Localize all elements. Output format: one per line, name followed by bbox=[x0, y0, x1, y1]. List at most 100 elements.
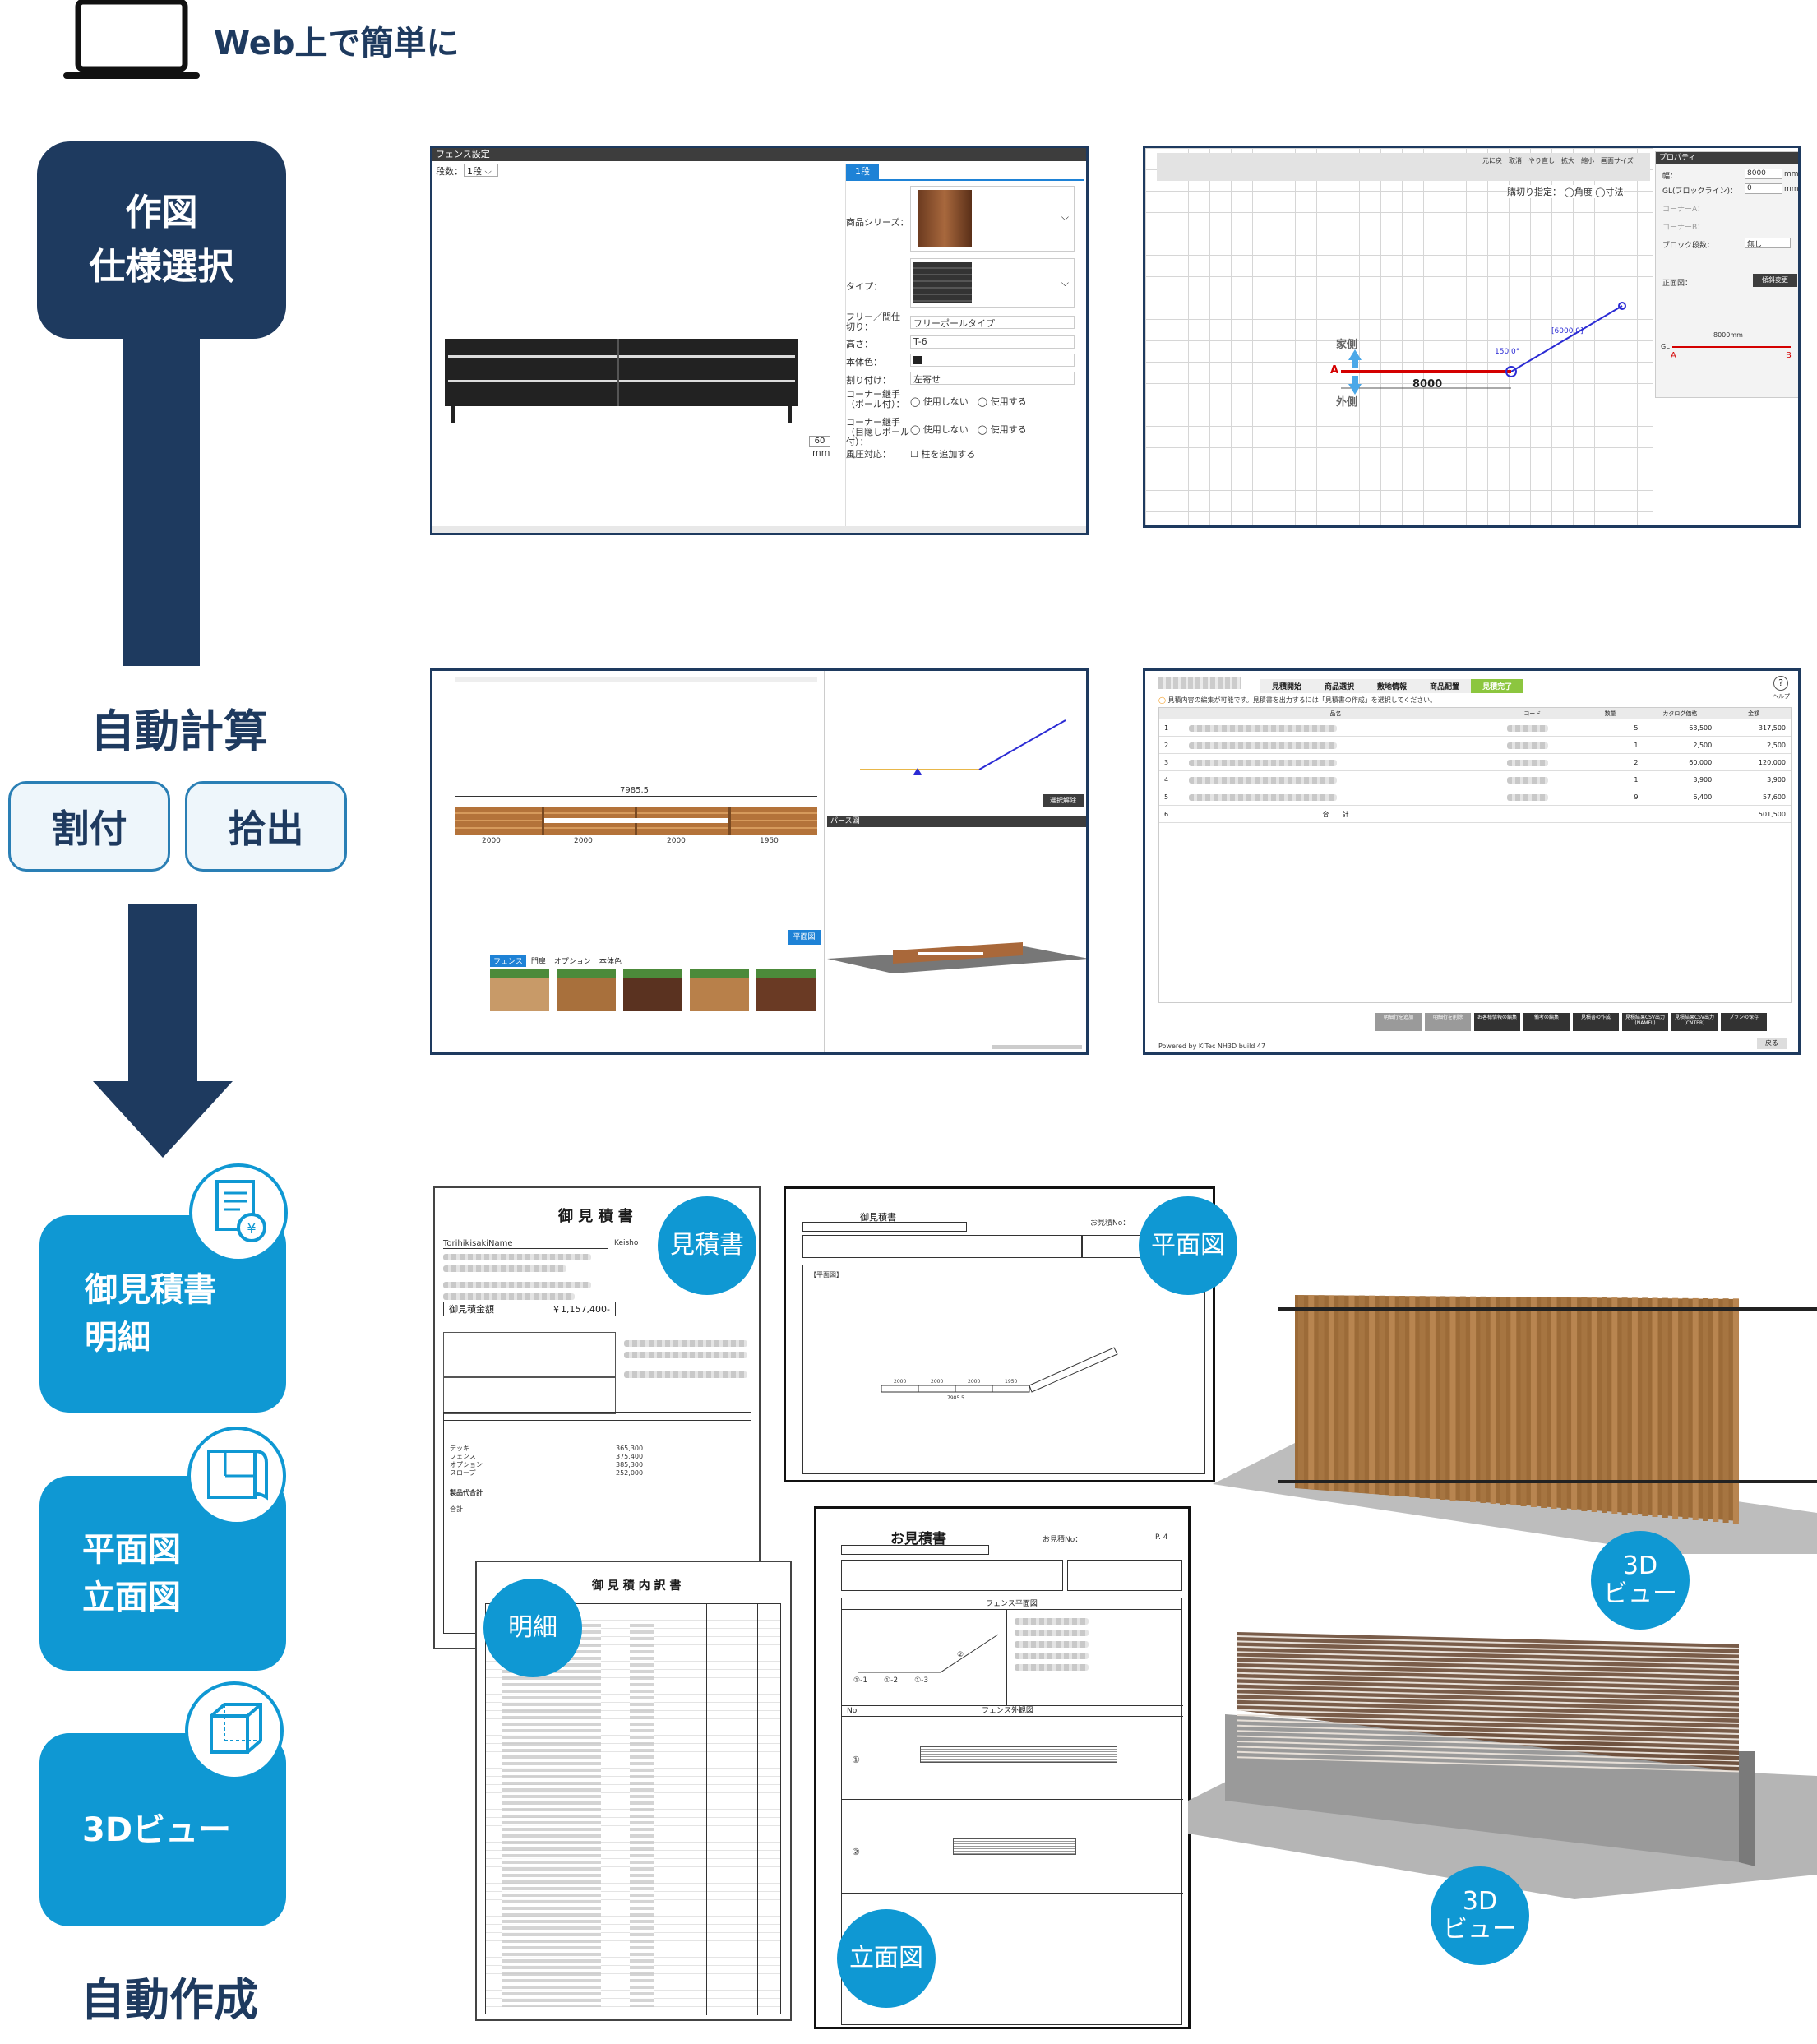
elev-fence-1 bbox=[920, 1746, 1117, 1763]
action-buttons[interactable]: 明細行を追加明細行を削除お客様情報の編集備考の編集見積書の作成見積結果CSV出力… bbox=[1375, 1013, 1767, 1031]
fence-slat bbox=[1571, 1297, 1578, 1510]
toolbar-tools[interactable]: 元に戻取消やり直し拡大縮小画面サイズ bbox=[1482, 157, 1634, 164]
action-button[interactable]: プランの保存 bbox=[1721, 1013, 1767, 1031]
dan-select[interactable]: 1段 ⌵ bbox=[464, 164, 498, 177]
elev-outline-header: No. フェンス外観図 bbox=[842, 1705, 1183, 1717]
corner2-options[interactable]: ◯ 使用しない ◯ 使用する bbox=[910, 424, 1027, 435]
tab-color[interactable]: 本体色 bbox=[599, 958, 622, 966]
fence-slat bbox=[1440, 1296, 1446, 1500]
corner1-label: コーナー継手（ポール付）： bbox=[846, 389, 905, 410]
fence-rail bbox=[1237, 1662, 1740, 1676]
plan-total: 7985.5 bbox=[947, 1395, 964, 1401]
plan-doc-title: 御見積書 bbox=[860, 1212, 896, 1223]
block-select[interactable]: 無し bbox=[1745, 238, 1791, 249]
elev-doc-title: お見積書 bbox=[890, 1531, 946, 1547]
gl-label: GL(ブロックライン)： bbox=[1662, 187, 1738, 196]
help-icon[interactable]: ? bbox=[1773, 676, 1788, 691]
tab-gate[interactable]: 門扉 bbox=[530, 958, 546, 966]
cell-name-blurred bbox=[1184, 719, 1487, 736]
gl-input[interactable]: 0 bbox=[1745, 183, 1782, 194]
fence-rail bbox=[1237, 1741, 1740, 1756]
cell-qty: 2 bbox=[1634, 759, 1639, 766]
product-thumbnails[interactable] bbox=[490, 969, 816, 1011]
fence-rail bbox=[1237, 1704, 1740, 1719]
fence-slat bbox=[1703, 1298, 1708, 1521]
plan-dim-1: 2000 bbox=[894, 1379, 907, 1385]
action-button[interactable]: 明細行を削除 bbox=[1425, 1013, 1471, 1031]
fence-slat bbox=[1318, 1295, 1325, 1490]
product-thumb[interactable] bbox=[756, 969, 816, 1011]
product-thumb[interactable] bbox=[690, 969, 749, 1011]
wari-label: 割り付け： bbox=[846, 375, 891, 386]
corner1-options[interactable]: ◯ 使用しない ◯ 使用する bbox=[910, 396, 1027, 407]
product-tabs[interactable]: フェンス 門扉 オプション 本体色 bbox=[490, 955, 625, 967]
plan-view-button[interactable]: 平面図 bbox=[788, 930, 821, 945]
fence-slat bbox=[1520, 1297, 1527, 1506]
estimate-subtotal: 製品代合計 bbox=[450, 1489, 483, 1496]
height-select[interactable]: T-6 bbox=[910, 335, 1075, 349]
fence-3d-horizontal bbox=[1188, 1632, 1817, 1899]
corner-a-label: コーナーA： bbox=[1662, 206, 1705, 214]
auto-create-label: 自動作成 bbox=[81, 1974, 258, 2026]
front-label: 正面図： bbox=[1662, 280, 1693, 288]
fence-rail bbox=[1237, 1656, 1740, 1671]
block-label: ブロック段数： bbox=[1662, 242, 1715, 250]
layout-left-panel: 7985.5 2000 2000 2000 1950 平面図 フェンス 門扉 オ… bbox=[432, 671, 825, 1052]
product-thumb[interactable] bbox=[490, 969, 549, 1011]
fence-slat bbox=[1490, 1296, 1496, 1504]
action-button[interactable]: 備考の編集 bbox=[1523, 1013, 1570, 1031]
tab-option[interactable]: オプション bbox=[553, 958, 591, 966]
action-button[interactable]: 明細行を追加 bbox=[1375, 1013, 1422, 1031]
cell-amount: 2,500 bbox=[1767, 742, 1787, 749]
estimate-grand: 合計 bbox=[450, 1505, 463, 1513]
wari-select[interactable]: 左寄せ bbox=[910, 372, 1075, 385]
cell-code-blurred bbox=[1487, 788, 1578, 805]
fence-slat bbox=[1642, 1297, 1648, 1516]
cell-name-blurred bbox=[1184, 737, 1487, 753]
step-4: 商品配置 bbox=[1418, 679, 1472, 693]
fence-rail bbox=[1237, 1667, 1740, 1681]
product-thumb[interactable] bbox=[557, 969, 616, 1011]
color-label: 本体色： bbox=[846, 357, 882, 368]
back-button[interactable]: 戻る bbox=[1757, 1038, 1787, 1049]
fence-rail bbox=[1237, 1677, 1740, 1692]
fence-slat bbox=[1560, 1297, 1567, 1510]
free-select[interactable]: フリーポールタイプ bbox=[910, 316, 1075, 329]
plan-dim-4: 1950 bbox=[1005, 1379, 1018, 1385]
progress-steps: 見積開始 商品選択 敷地情報 商品配置 見積完了 bbox=[1260, 679, 1524, 693]
fence-rail bbox=[1237, 1724, 1740, 1741]
kugiri-row[interactable]: 購切り指定： ◯角度 ◯寸法 bbox=[1507, 185, 1624, 198]
action-button[interactable]: 見積結果CSV出力(NAMFL) bbox=[1622, 1013, 1668, 1031]
meisai-doc-title: 御 見 積 内 訳 書 bbox=[592, 1579, 682, 1593]
cell-name-blurred bbox=[1184, 771, 1487, 788]
tab-fence[interactable]: フェンス bbox=[490, 955, 526, 967]
tab-1dan[interactable]: 1段 bbox=[846, 164, 879, 179]
fence-slat bbox=[1602, 1297, 1607, 1513]
gap-input[interactable]: 60 bbox=[809, 436, 830, 447]
plan-bubble: 平面図 bbox=[1139, 1196, 1237, 1295]
product-thumb[interactable] bbox=[623, 969, 682, 1011]
output-drawing-line2: 立面図 bbox=[82, 1578, 181, 1616]
cell-no: 5 bbox=[1164, 793, 1169, 801]
properties-panel: プロパティ 幅： 8000 mm GL(ブロックライン)： 0 mm コーナーA… bbox=[1655, 151, 1798, 398]
front-change-button[interactable]: 傾斜変更 bbox=[1753, 274, 1797, 287]
wind-checkbox[interactable]: ☐ 柱を追加する bbox=[910, 449, 976, 460]
deselect-button[interactable]: 選択解除 bbox=[1043, 794, 1084, 807]
action-button[interactable]: お客様情報の編集 bbox=[1474, 1013, 1520, 1031]
action-button[interactable]: 見積結果CSV出力(CNTER) bbox=[1671, 1013, 1718, 1031]
cell-price: 63,500 bbox=[1689, 724, 1713, 732]
action-button[interactable]: 見積書の作成 bbox=[1573, 1013, 1619, 1031]
fence-slat bbox=[1652, 1297, 1658, 1517]
fence-slat bbox=[1713, 1298, 1719, 1522]
help-label: ヘルプ bbox=[1773, 693, 1790, 700]
type-select[interactable]: ⌵ bbox=[910, 258, 1075, 308]
series-select[interactable]: ⌵ bbox=[910, 186, 1075, 252]
width-input[interactable]: 8000 bbox=[1745, 169, 1782, 179]
color-select[interactable] bbox=[910, 354, 1075, 367]
3d-view-bubble-2: 3D ビュー bbox=[1431, 1866, 1529, 1965]
